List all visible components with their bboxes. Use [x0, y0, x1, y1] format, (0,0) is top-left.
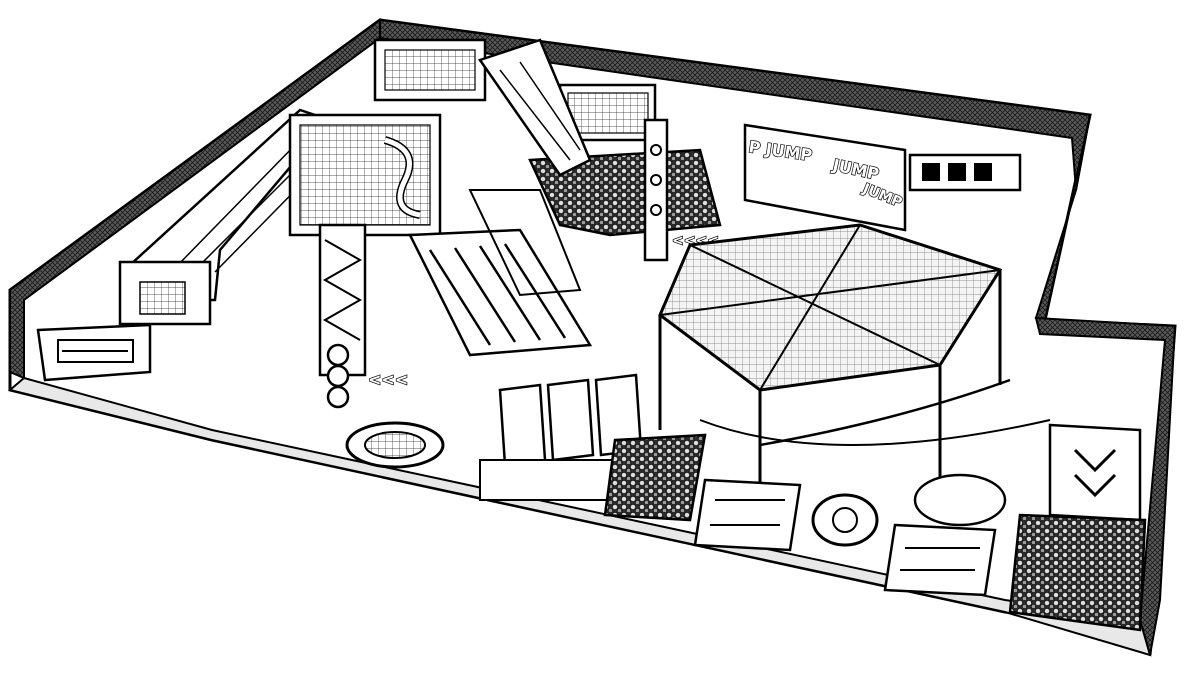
spinner-discs	[345, 421, 1007, 547]
rope-course	[658, 223, 1051, 505]
left-signboard	[36, 323, 152, 382]
trampoline-lanes	[408, 189, 593, 357]
annex-ball-pit	[1008, 423, 1147, 632]
front-ball-pit	[603, 433, 707, 522]
chevron-arrow-icon: <<<	[368, 370, 408, 389]
front-edge	[7, 376, 1152, 657]
back-ball-pit	[478, 38, 722, 237]
left-chevrons: <<<	[367, 369, 409, 389]
back-tower-row	[373, 38, 657, 142]
front-pads	[693, 478, 997, 597]
ball-column	[326, 343, 350, 409]
left-ramp	[118, 108, 333, 326]
jump-signage: P JUMP JUMP JUMP	[743, 123, 1022, 232]
